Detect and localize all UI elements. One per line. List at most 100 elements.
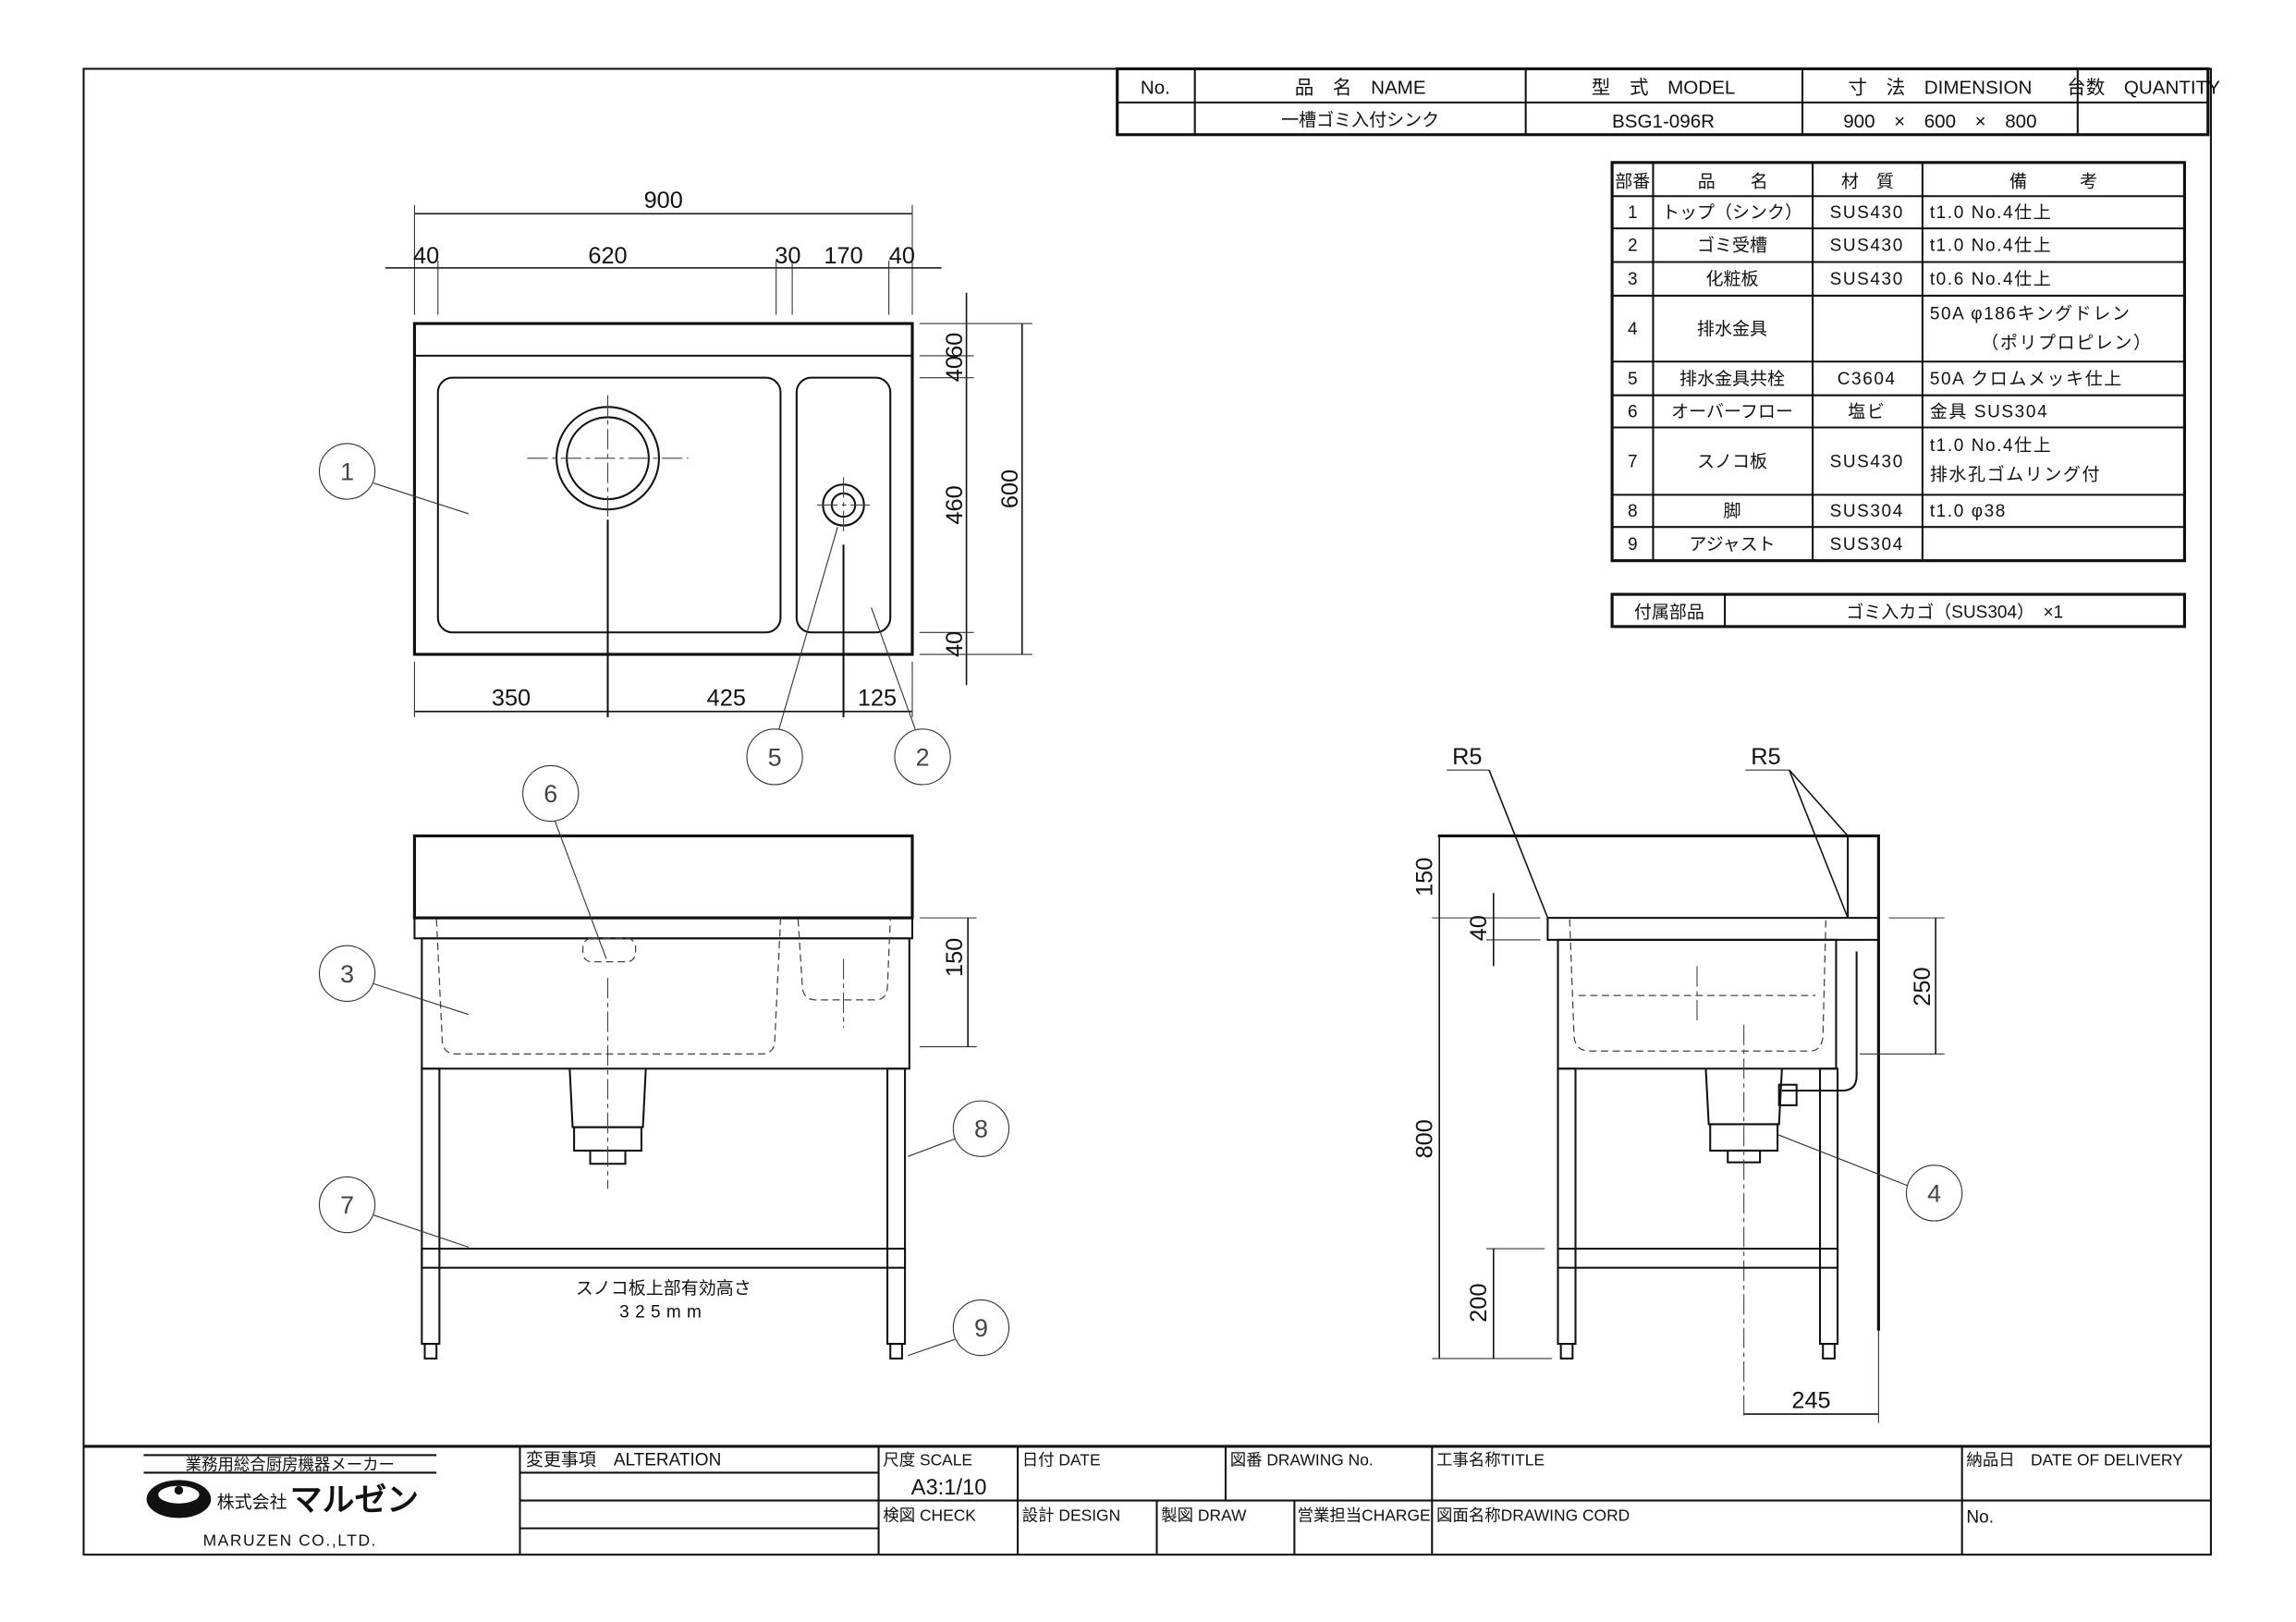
- dim-460: 460: [942, 485, 968, 524]
- accessory-value: ゴミ入カゴ（SUS304） ×1: [1846, 602, 2063, 622]
- radius-label-left: R5: [1452, 744, 1482, 770]
- dim-150-side: 150: [1411, 858, 1437, 896]
- part-note: 排水孔ゴムリング付: [1930, 465, 2101, 485]
- part-note: t1.0 No.4仕上: [1930, 236, 2053, 256]
- part-material: SUS430: [1830, 203, 1904, 223]
- part-number: 9: [1628, 535, 1638, 555]
- maker-tagline: 業務用総合厨房機器メーカー: [186, 1455, 395, 1473]
- parts-header: 品 名: [1698, 172, 1768, 192]
- balloon-1: 1: [340, 458, 354, 486]
- dim-170: 170: [824, 243, 862, 269]
- part-material: 塩ビ: [1848, 401, 1886, 421]
- balloon-9: 9: [974, 1314, 988, 1342]
- dim-425: 425: [707, 685, 746, 711]
- dim-150-front: 150: [942, 938, 968, 977]
- part-note: t0.6 No.4仕上: [1930, 269, 2053, 289]
- part-material: SUS430: [1830, 270, 1904, 289]
- dim-40-lower: 40: [942, 631, 968, 657]
- dim-40-side: 40: [1466, 915, 1492, 941]
- shelf-clearance-note: スノコ板上部有効高さ: [576, 1278, 751, 1299]
- dim-900: 900: [644, 188, 683, 213]
- part-number: 1: [1628, 203, 1638, 223]
- parts-table: 部番 品 名 材 質 備 考 1 トップ（シンク） SUS430 t1.0 No.4仕上 2 ゴミ…: [1610, 161, 2187, 563]
- part-material: SUS430: [1830, 452, 1904, 471]
- check-label: 検図 CHECK: [883, 1506, 976, 1525]
- header-dimension: 寸 法 DIMENSION: [1848, 77, 2032, 98]
- company-name: マルゼン: [290, 1482, 419, 1518]
- sheet-border: [82, 67, 2212, 1556]
- part-name: ゴミ受槽: [1697, 236, 1767, 256]
- drawing-cord-label: 図面名称DRAWING CORD: [1436, 1506, 1630, 1525]
- part-number: 5: [1628, 370, 1638, 389]
- part-note: 50A φ186キングドレン: [1930, 303, 2131, 323]
- part-number: 7: [1628, 452, 1638, 471]
- parts-header: 備 考: [2009, 172, 2097, 192]
- part-material: SUS430: [1830, 237, 1904, 256]
- balloon-7: 7: [340, 1191, 354, 1219]
- dim-125: 125: [858, 685, 897, 711]
- header-no: No.: [1141, 77, 1170, 98]
- company-logo-icon: [146, 1480, 212, 1518]
- dim-800: 800: [1411, 1119, 1437, 1158]
- header-table: No. 品 名 NAME 型 式 MODEL 寸 法 DIMENSION 台数 …: [1116, 67, 2220, 137]
- part-note: t1.0 No.4仕上: [1930, 202, 2053, 223]
- part-material: C3604: [1838, 370, 1897, 389]
- dim-40-right: 40: [889, 243, 915, 269]
- part-number: 3: [1628, 270, 1638, 289]
- balloon-6: 6: [543, 780, 557, 808]
- dim-620: 620: [588, 243, 627, 269]
- company-name-en: MARUZEN CO.,LTD.: [203, 1531, 377, 1550]
- drawing-no-label: 図番 DRAWING No.: [1230, 1451, 1374, 1470]
- part-note: 50A クロムメッキ仕上: [1930, 369, 2123, 389]
- dim-40-upper: 40: [942, 356, 968, 382]
- dim-30: 30: [775, 243, 800, 269]
- dim-250: 250: [1910, 967, 1936, 1006]
- dim-600: 600: [997, 470, 1023, 508]
- part-note: t1.0 No.4仕上: [1930, 435, 2053, 456]
- part-name: アジャスト: [1689, 535, 1775, 555]
- header-model: 型 式 MODEL: [1592, 77, 1736, 98]
- front-view: 150 スノコ板上部有効高さ 325mm 6 3 7 8 9: [318, 764, 1010, 1360]
- balloon-8: 8: [974, 1116, 988, 1143]
- header-quantity: 台数 QUANTITY: [2067, 77, 2220, 98]
- part-note: 金具 SUS304: [1930, 401, 2048, 421]
- part-name: オーバーフロー: [1671, 402, 1793, 421]
- product-name: 一槽ゴミ入付シンク: [1281, 110, 1439, 130]
- parts-header: 材 質: [1841, 172, 1894, 192]
- shelf-clearance-value: 325mm: [619, 1303, 707, 1323]
- header-name: 品 名 NAME: [1295, 77, 1426, 98]
- side-view: R5 R5 150 40 800 200 250 245 4: [1411, 744, 1963, 1423]
- part-name: トップ（シンク）: [1662, 202, 1802, 223]
- scale-label: 尺度 SCALE: [883, 1451, 972, 1470]
- product-dimension: 900 × 600 × 800: [1843, 111, 2036, 132]
- charge-label: 営業担当CHARGE: [1298, 1506, 1431, 1525]
- accessory-label: 付属部品: [1634, 602, 1704, 622]
- radius-label-right: R5: [1751, 744, 1780, 770]
- alteration-label: 変更事項 ALTERATION: [526, 1450, 721, 1470]
- part-number: 8: [1628, 502, 1638, 521]
- balloon-4: 4: [1927, 1179, 1941, 1207]
- balloon-3: 3: [340, 960, 354, 988]
- title-block: 業務用総合厨房機器メーカー 株式会社 マルゼン MARUZEN CO.,LTD.…: [83, 1445, 2211, 1555]
- company-prefix: 株式会社: [217, 1492, 287, 1512]
- design-label: 設計 DESIGN: [1022, 1506, 1120, 1525]
- part-number: 4: [1628, 320, 1638, 339]
- part-name: 脚: [1723, 501, 1740, 521]
- balloon-2: 2: [916, 743, 930, 771]
- draw-label: 製図 DRAW: [1161, 1506, 1247, 1525]
- part-name: 排水金具: [1697, 319, 1767, 339]
- date-label: 日付 DATE: [1022, 1451, 1101, 1470]
- balloon-5: 5: [768, 743, 782, 771]
- dim-60: 60: [942, 333, 968, 359]
- part-note: t1.0 φ38: [1930, 502, 2007, 521]
- part-name: 排水金具共栓: [1679, 369, 1785, 389]
- part-name: 化粧板: [1705, 269, 1758, 289]
- product-model: BSG1-096R: [1612, 111, 1715, 132]
- top-view: 900 40 620 30 170 40 600 460 60 40 40 35…: [318, 188, 1032, 786]
- no-label: No.: [1966, 1507, 1994, 1527]
- part-number: 2: [1628, 237, 1638, 256]
- part-material: SUS304: [1830, 502, 1904, 521]
- part-number: 6: [1628, 402, 1638, 421]
- parts-header: 部番: [1615, 172, 1650, 192]
